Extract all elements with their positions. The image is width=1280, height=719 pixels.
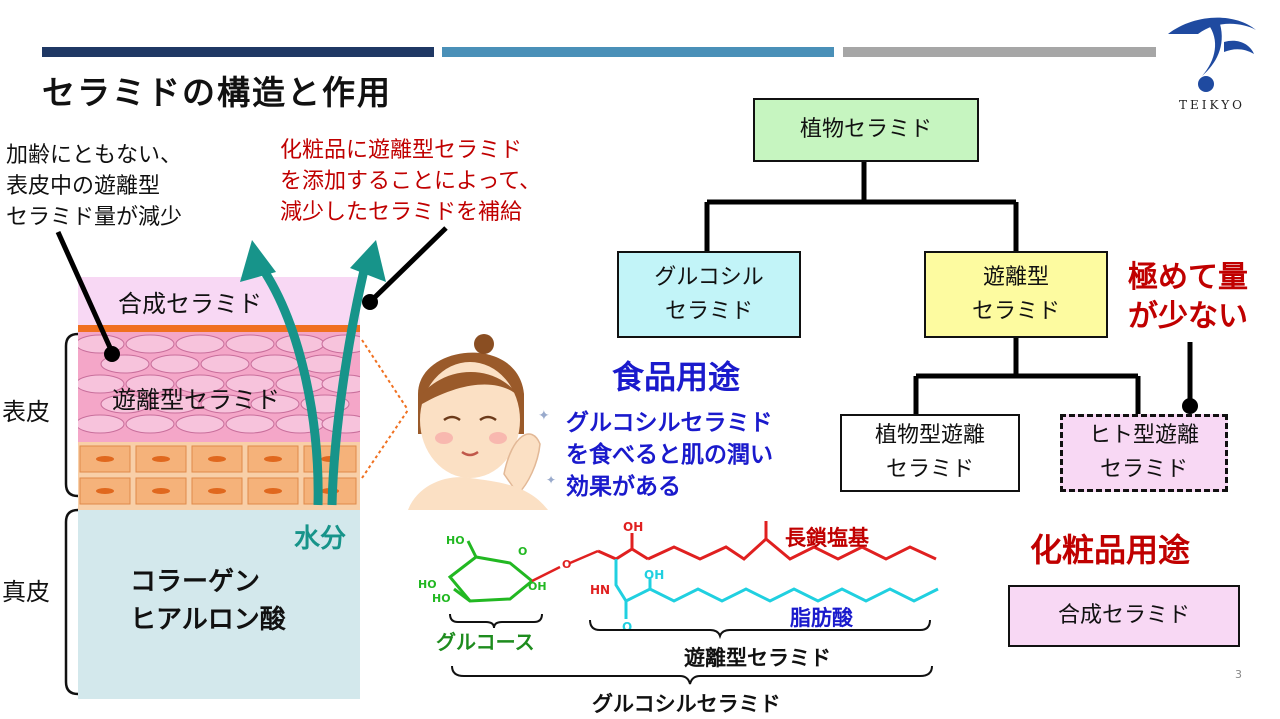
cosmetic-synthetic-ceramide-box: 合成セラミド <box>1008 585 1240 647</box>
free-ceramide-label: 遊離型セラミド <box>112 386 280 414</box>
svg-text:✦: ✦ <box>546 473 556 487</box>
aging-note: 加齢にともない、 表皮中の遊離型 セラミド量が減少 <box>6 143 183 230</box>
woman-illustration: ✦ ✦ <box>408 334 568 510</box>
dermis-label: 真皮 <box>2 578 50 606</box>
atom-ho-1: HO <box>446 534 465 547</box>
atom-oh-top: OH <box>623 520 644 534</box>
molecule-brackets <box>449 613 933 685</box>
atom-o-amide: O <box>622 620 633 634</box>
synthetic-ceramide-layer <box>78 277 360 325</box>
tree-glucosyl-ceramide: グルコシル セラミド <box>617 251 801 338</box>
atom-oh-glucose: OH <box>528 580 547 593</box>
long-chain-base-label: 長鎖塩基 <box>785 526 869 550</box>
fatty-acid-chain <box>614 559 939 619</box>
tree-human-free-ceramide: ヒト型遊離 セラミド <box>1060 414 1228 492</box>
rare-amount-note: 極めて量 が少ない <box>1128 260 1248 334</box>
stratum-line <box>78 325 360 332</box>
svg-text:✦: ✦ <box>538 408 550 424</box>
epidermis-label: 表皮 <box>2 398 50 426</box>
layer-brackets <box>64 332 79 696</box>
atom-ho-2: HO <box>418 578 437 591</box>
tree-root-plant-ceramide: 植物セラミド <box>753 98 979 162</box>
teikyo-logo-icon <box>1168 17 1256 92</box>
page-number: 3 <box>1235 668 1242 681</box>
tree-plant-free-ceramide: 植物型遊離 セラミド <box>840 414 1020 492</box>
food-use-description: グルコシルセラミド を食べると肌の潤い 効果がある <box>566 410 773 500</box>
cosmetic-note: 化粧品に遊離型セラミド を添加することによって、 減少したセラミドを補給 <box>280 138 542 225</box>
dermis-layer <box>78 510 360 699</box>
logo-text: TEIKYO <box>1179 98 1245 112</box>
food-use-heading: 食品用途 <box>612 358 741 396</box>
atom-hn: HN <box>590 583 611 597</box>
header-bar-1 <box>42 47 434 57</box>
pointer-dot-free <box>104 346 120 362</box>
pointer-dot-synthetic <box>362 294 378 310</box>
skin-overlay-arrows <box>55 226 448 506</box>
water-label: 水分 <box>294 524 347 554</box>
atom-ho-3: HO <box>432 592 451 605</box>
header-bar-3 <box>843 47 1156 57</box>
free-ceramide-molecule-label: 遊離型セラミド <box>684 646 831 670</box>
atom-o-ring: O <box>518 545 528 558</box>
dermis-content-label: コラーゲン ヒアルロン酸 <box>130 567 286 635</box>
header-bar-2 <box>442 47 834 57</box>
synthetic-ceramide-label: 合成セラミド <box>118 290 262 318</box>
slide-title: セラミドの構造と作用 <box>42 73 392 112</box>
teikyo-logo: TEIKYO <box>1164 14 1260 114</box>
glucosyl-ceramide-molecule-label: グルコシルセラミド <box>592 692 781 716</box>
glucose-label: グルコース <box>436 630 535 654</box>
long-chain-base <box>597 521 937 561</box>
glucosylceramide-structure <box>447 521 939 619</box>
fatty-acid-label: 脂肪酸 <box>790 606 853 630</box>
atom-o-link: O <box>562 558 572 571</box>
linker <box>531 549 599 583</box>
tree-free-ceramide: 遊離型 セラミド <box>924 251 1108 338</box>
cosmetic-use-heading: 化粧品用途 <box>1030 531 1191 569</box>
atom-oh-fatty: OH <box>644 568 665 582</box>
